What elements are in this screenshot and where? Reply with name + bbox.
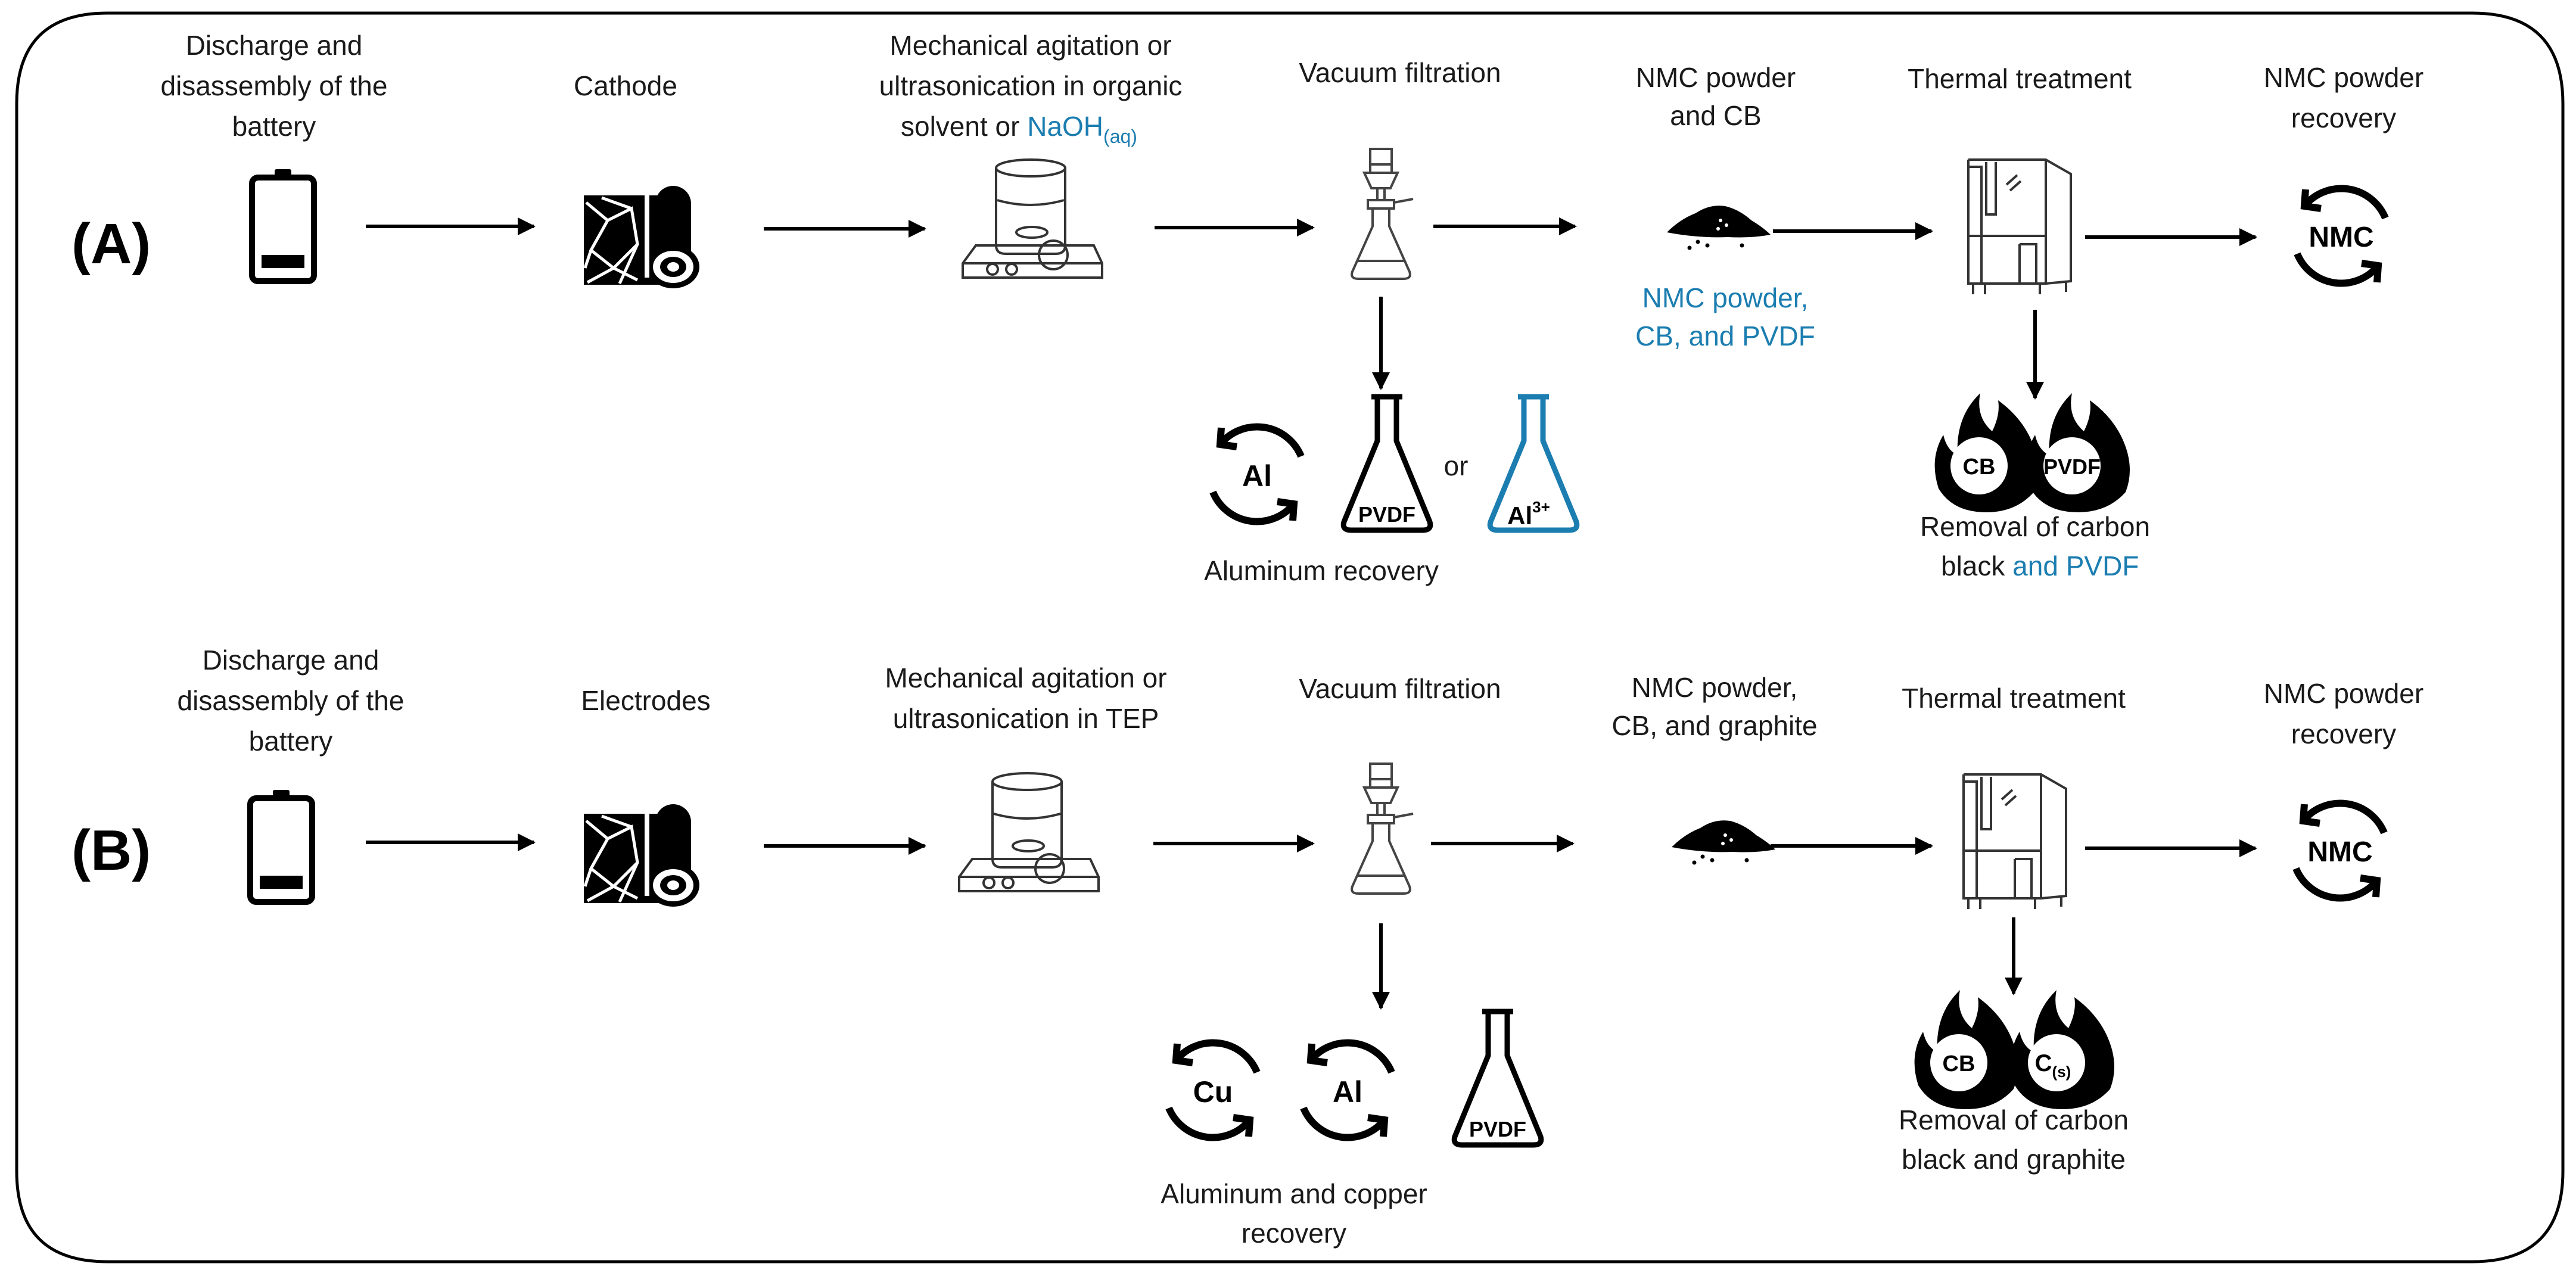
row-b-removal-label-1: Removal of carbon xyxy=(1899,1104,2129,1135)
naoh-subscript: (aq) xyxy=(1103,126,1137,147)
battery-icon xyxy=(250,790,312,902)
pvdf-circle xyxy=(2043,437,2101,494)
cb-circle xyxy=(1930,1034,1987,1091)
row-a-powder-label-1: NMC powder xyxy=(1636,62,1796,93)
row-a-powder-blue-label-2: CB, and PVDF xyxy=(1635,320,1815,351)
row-b-thermal-label: Thermal treatment xyxy=(1902,683,2126,714)
row-b-al-cu-label-2: recovery xyxy=(1242,1218,1346,1249)
row-b-discharge-label-3: battery xyxy=(249,726,333,757)
row-b-pvdf-text: PVDF xyxy=(1469,1117,1526,1141)
row-b-tag: (B) xyxy=(71,818,151,882)
row-a-cathode-label: Cathode xyxy=(574,70,677,101)
electrode-roll-icon xyxy=(584,804,699,907)
row-b-agitation-label-1: Mechanical agitation or xyxy=(885,662,1166,693)
carbon-subscript: (s) xyxy=(2052,1063,2071,1081)
row-a-discharge-label-1: Discharge and xyxy=(186,30,363,61)
al-recovery-label: Aluminum recovery xyxy=(1204,555,1439,586)
al3-text: Al3+ xyxy=(1507,498,1550,530)
outer-frame xyxy=(15,11,2565,1263)
row-b-powder-label-1: NMC powder, xyxy=(1632,672,1798,703)
row-a-tag: (A) xyxy=(71,212,151,276)
row-a-agitation-solvent-text: solvent or xyxy=(901,111,1027,142)
row-b-electrodes-label: Electrodes xyxy=(581,685,710,716)
row-b-agitation-label-2: ultrasonication in TEP xyxy=(893,703,1159,734)
row-a-discharge-label-3: battery xyxy=(232,111,316,142)
carbon-symbol: C xyxy=(2035,1050,2052,1076)
row-a-removal-blue-text: and PVDF xyxy=(2012,550,2139,581)
row-a-pvdf-blue-text: PVDF xyxy=(2043,455,2101,479)
row-a-discharge-label-2: disassembly of the xyxy=(161,70,388,101)
row-a-cb-text: CB xyxy=(1963,455,1996,480)
powder-icon xyxy=(1672,820,1775,865)
row-b-recovery-label-1: NMC powder xyxy=(2264,678,2423,709)
row-a-powder-blue-label-1: NMC powder, xyxy=(1642,282,1809,313)
cb-circle xyxy=(1950,437,2008,494)
row-b-discharge-label-1: Discharge and xyxy=(203,645,379,676)
furnace-icon xyxy=(1962,773,2067,910)
row-a-removal-label-1: Removal of carbon xyxy=(1920,511,2150,542)
row-a-removal-black-text: black xyxy=(1941,550,2012,581)
al3-superscript: 3+ xyxy=(1532,498,1550,516)
or-text: or xyxy=(1444,450,1469,481)
row-a-powder-label-2: and CB xyxy=(1670,100,1761,131)
row-a-recovery-label-2: recovery xyxy=(2291,102,2396,133)
row-b-al-text: Al xyxy=(1333,1075,1362,1109)
graphite-circle xyxy=(2028,1034,2085,1091)
furnace-icon xyxy=(1967,158,2072,295)
row-a-recovery-label-1: NMC powder xyxy=(2264,62,2423,93)
battery-icon xyxy=(252,169,314,281)
row-a-removal-label-2: black and PVDF xyxy=(1941,550,2139,581)
row-a-vacuum-label: Vacuum filtration xyxy=(1299,57,1501,88)
row-b-cb-text: CB xyxy=(1943,1051,1975,1076)
stirrer-icon xyxy=(958,772,1100,892)
row-a-agitation-label-1: Mechanical agitation or xyxy=(889,30,1171,61)
row-b-recovery-label-2: recovery xyxy=(2291,718,2396,749)
powder-icon xyxy=(1667,206,1771,250)
row-b-vacuum-label: Vacuum filtration xyxy=(1299,673,1501,704)
row-a-al-text: Al xyxy=(1242,459,1272,493)
row-b-discharge-label-2: disassembly of the xyxy=(178,685,405,716)
row-a-nmc-text: NMC xyxy=(2309,222,2373,253)
row-b-al-cu-label-1: Aluminum and copper xyxy=(1161,1178,1427,1209)
row-b-powder-label-2: CB, and graphite xyxy=(1611,710,1817,741)
vacuum-filtration-icon xyxy=(1351,763,1414,895)
cathode-roll-icon xyxy=(584,186,699,288)
row-b-graphite-text: C(s) xyxy=(2035,1050,2071,1081)
row-a-thermal-label: Thermal treatment xyxy=(1908,63,2132,94)
row-a-agitation-label-3: solvent or NaOH(aq) xyxy=(901,111,1137,147)
row-a-step-agitation: Mechanical agitation or ultrasonication … xyxy=(879,30,1183,279)
row-a-step-discharge: Discharge and disassembly of the battery xyxy=(161,30,388,281)
row-a-agitation-label-2: ultrasonication in organic xyxy=(879,70,1183,101)
row-b-cu-text: Cu xyxy=(1193,1075,1233,1109)
stirrer-icon xyxy=(962,158,1103,279)
naoh-text: NaOH xyxy=(1027,111,1103,142)
al3-symbol: Al xyxy=(1507,502,1532,530)
vacuum-filtration-icon xyxy=(1351,148,1414,280)
row-b-removal-label-2: black and graphite xyxy=(1902,1144,2126,1175)
row-b-nmc-text: NMC xyxy=(2307,836,2372,868)
row-a-pvdf-text: PVDF xyxy=(1358,502,1415,527)
